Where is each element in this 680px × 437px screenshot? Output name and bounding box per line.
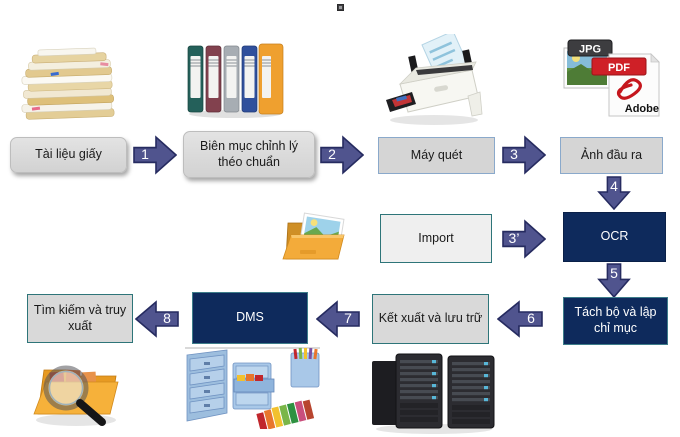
dms-cabinets-illustration	[185, 347, 320, 429]
arrow-step-6-label: 6	[527, 310, 535, 326]
arrow-step-7-label: 7	[344, 310, 352, 326]
arrow-step-2: 2	[320, 134, 364, 176]
adobe-label: Adobe	[625, 103, 659, 115]
arrow-step-3-label: 3	[510, 146, 518, 162]
arrow-step-3: 3	[502, 134, 546, 176]
pdf-label: PDF	[608, 62, 630, 74]
arrow-step-4-label: 4	[610, 177, 618, 194]
scanner-illustration	[386, 34, 483, 125]
node-search-retrieve: Tìm kiếm và truy xuất	[27, 294, 133, 343]
node-scanner: Máy quét	[378, 137, 495, 174]
servers-illustration	[372, 353, 495, 434]
import-folder-illustration	[282, 212, 345, 260]
binders-illustration	[187, 43, 284, 118]
arrow-step-1-label: 1	[141, 146, 149, 162]
node-dms: DMS	[192, 292, 308, 344]
adobe-ribbon-icon	[616, 78, 642, 100]
arrow-step-5: 5	[597, 263, 631, 298]
arrow-step-8-label: 8	[163, 310, 171, 326]
node-output-image: Ảnh đầu ra	[560, 137, 663, 174]
node-ocr: OCR	[563, 212, 666, 262]
arrow-step-2-label: 2	[328, 146, 336, 162]
arrow-step-3b: 3’	[502, 218, 546, 260]
jpg-label: JPG	[579, 44, 601, 56]
node-paper-documents: Tài liệu giấy	[10, 137, 127, 173]
arrow-step-4: 4	[597, 176, 631, 210]
output-formats-illustration: JPG PDF Adobe	[563, 39, 660, 117]
node-cataloging: Biên mục chỉnh lý théo chuẩn	[183, 131, 315, 178]
search-magnifier-illustration	[33, 365, 119, 426]
node-import: Import	[380, 214, 492, 263]
node-separation-indexing: Tách bộ và lập chỉ mục	[563, 297, 668, 345]
paper-stack-illustration	[21, 47, 115, 120]
arrow-step-8: 8	[135, 299, 179, 339]
arrow-step-1: 1	[133, 134, 177, 176]
arrow-step-7: 7	[316, 299, 360, 339]
arrow-step-5-label: 5	[610, 264, 618, 281]
node-export-storage: Kết xuất và lưu trữ	[372, 294, 489, 344]
arrow-step-6: 6	[497, 299, 543, 339]
slide-bullet-icon	[337, 4, 344, 11]
arrow-step-3b-label: 3’	[508, 230, 520, 246]
